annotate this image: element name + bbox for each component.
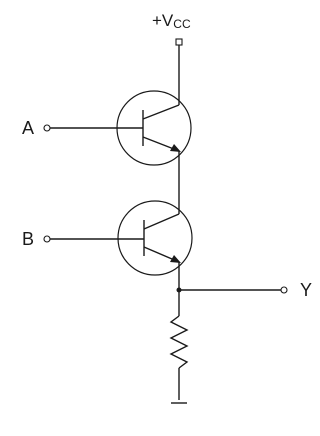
transistor-q2-envelope — [117, 200, 193, 276]
transistor-q1-collector — [142, 104, 180, 120]
transistor-q1-emitter-arrow — [170, 144, 181, 152]
vcc-terminal — [175, 38, 183, 46]
resistor-zigzag — [169, 315, 189, 369]
transistor-q2-collector — [143, 213, 180, 230]
transistor-q2-emitter-arrow — [170, 255, 181, 263]
output-y-terminal — [280, 286, 288, 294]
vcc-label: +VCC — [152, 11, 191, 31]
input-a-terminal — [43, 124, 51, 132]
transistor-q2 — [117, 200, 193, 276]
input-a-label: A — [22, 118, 34, 138]
input-b-terminal — [43, 235, 51, 243]
output-y-label: Y — [300, 280, 312, 300]
input-b-label: B — [22, 229, 34, 249]
